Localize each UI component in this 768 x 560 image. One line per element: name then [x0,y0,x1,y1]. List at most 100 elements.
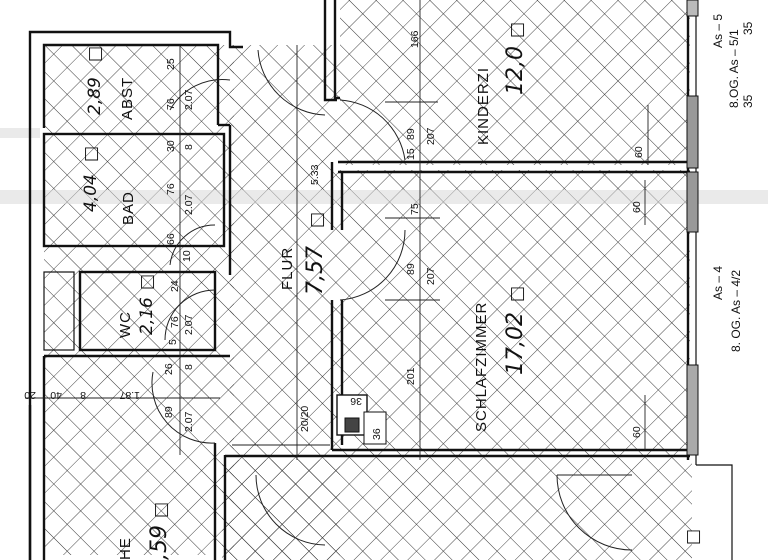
dim-window-60b: 60 [631,201,643,213]
dim-wc-24: 24 [169,280,181,292]
bad-door-swing [169,224,216,266]
wc-wall [78,270,217,352]
note-as5: As – 5 [711,14,725,48]
bad-name: BAD [120,191,137,225]
dimension-labels: 25 76 2.07 30 8 76 2.07 66 10 24 76 2.07… [24,30,645,440]
bad-area: 4,04 [81,174,101,212]
dimension-lines [25,0,649,460]
dim-schlaf-89: 89 [405,263,417,275]
chimney-flue [344,417,360,433]
shaft-wall [43,271,75,351]
dim-row-8: 8 [80,389,86,401]
dim-bad-10: 10 [181,250,193,262]
dim-window-60a: 60 [633,146,645,158]
dim-kinder-207: 207 [425,127,437,145]
flur-unit: □ [307,212,327,228]
shaft-hatch [44,254,74,354]
balcony-unit: □ [683,529,703,545]
dim-flur-2020: 20/20 [299,406,311,432]
dim-bad-30: 30 [165,140,177,152]
abst-door-swing [257,49,326,116]
dim-abst-25: 25 [165,58,177,70]
facade-notes: As – 5 8.OG. As – 5/1 35 35 As – 4 8. OG… [711,14,755,352]
note-8og-as51: 8.OG. As – 5/1 [727,29,741,108]
kinderzi-area: 12,0 [503,46,528,95]
kinder-door-swing [339,99,406,161]
kinder-left-wall-b [333,0,340,100]
dim-wc-76: 76 [169,316,181,328]
window-schlaf-2 [686,364,699,456]
doors [151,49,633,551]
left-hatch [44,45,234,555]
schlafzimmer-unit: □ [507,286,527,302]
bottom-door-swing [255,474,326,546]
abst-name: ABST [119,77,136,120]
dim-row-187: 1.87 [119,389,140,401]
bad-unit: □ [81,146,101,162]
walls [28,0,733,560]
kinder-left-wall-a [323,0,337,102]
schlafzimmer-area: 17,02 [503,312,528,375]
wc-name: WC [117,311,134,338]
dim-bad-66: 66 [165,233,177,245]
schlafzimmer-name: SCHLAFZIMMER [473,302,490,432]
dim-bad-8: 8 [183,144,195,150]
dim-schlaf-201: 201 [405,367,417,385]
dim-chimney-36a: 36 [350,395,362,407]
dim-wc-5: 5 [167,339,179,345]
dim-kitchen-207: 2.07 [183,411,195,432]
flur-name: FLUR [279,247,296,290]
window-kinder-1 [686,0,699,17]
scan-artifact-mark [0,128,40,138]
abst-unit: □ [85,46,105,62]
dim-row-20: 20 [24,389,36,401]
dim-abst-207: 2.07 [183,89,195,110]
scan-artifact-band [0,190,768,204]
dim-window-60c: 60 [631,426,643,438]
chimney [336,394,387,445]
dim-kinder-15: 15 [405,148,417,160]
kitchen-door-swing [151,371,216,444]
dim-wc-207: 2.07 [183,314,195,335]
dim-kitchen-26: 26 [163,363,175,375]
abst-area: 2,89 [85,77,105,115]
dim-kitchen-89: 89 [163,406,175,418]
wc-unit: □ [137,274,157,290]
kueche-area: ,59 [147,525,172,560]
dim-kinder-89: 89 [405,128,417,140]
room-labels: 2,89 □ ABST 4,04 □ BAD WC 2,16 □ FLUR 7,… [81,22,703,560]
kinderzi-unit: □ [507,22,527,38]
bottom-hatch [222,460,692,560]
kueche-name: HE [117,537,134,560]
kinderzi-name: KINDERZI [475,67,492,145]
chimney-box [336,394,368,436]
dim-flur-533: 5.33 [309,164,321,185]
bad-wall [42,132,226,248]
dim-schlaf-207: 207 [425,267,437,285]
outer-wall-left [28,30,243,560]
window-schlaf-1 [686,171,699,233]
kueche-unit: □ [151,502,171,518]
dim-chimney-36b: 36 [371,428,383,440]
note-as4: As – 4 [711,266,725,300]
note-8og-as42: 8. OG. As – 4/2 [729,270,743,352]
balcony-door-swing [556,474,633,551]
dim-kinder-166: 166 [409,30,421,48]
abst-wall [42,43,220,128]
note-35b: 35 [741,94,755,108]
dim-row-40: 40 [50,389,62,401]
dim-bad-207: 2.07 [183,194,195,215]
schlaf-door-swing [339,229,406,301]
abst-inner-door [169,79,231,111]
dim-kitchen-8: 8 [183,364,195,370]
dim-schlaf-75: 75 [409,203,421,215]
facade-balcony [696,464,733,560]
room-fills [44,0,692,560]
note-35a: 35 [741,21,755,35]
window-kinder-2 [686,95,699,169]
flur-area: 7,57 [303,246,328,295]
wc-area: 2,16 [137,297,157,335]
dim-abst-76: 76 [165,98,177,110]
dim-bad-76: 76 [165,183,177,195]
